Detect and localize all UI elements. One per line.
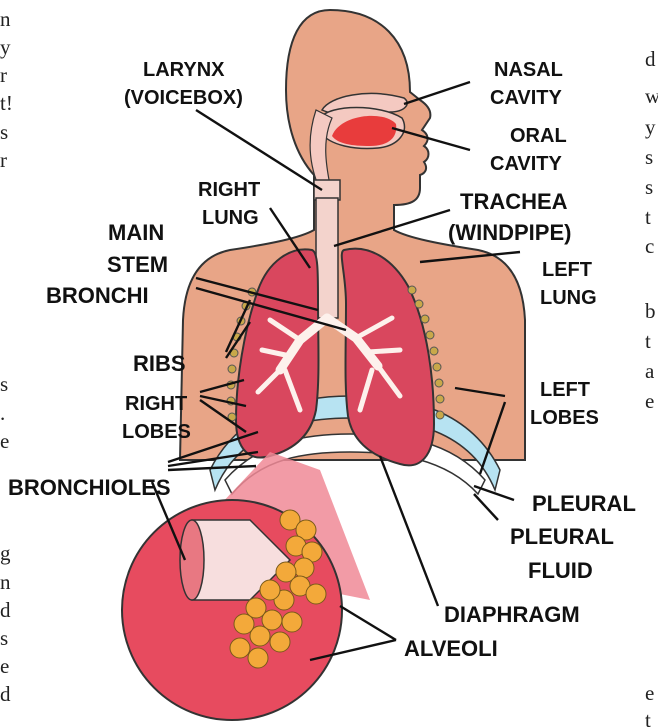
- right-text-line: s: [645, 145, 653, 169]
- label-main-stem-bronchi: MAIN STEM BRONCHI: [46, 220, 168, 308]
- label-pleural-fluid-line1: PLEURAL: [510, 524, 614, 549]
- right-text-line: w: [645, 84, 658, 108]
- label-alveoli: ALVEOLI: [404, 636, 498, 661]
- left-text-line: g: [0, 541, 11, 565]
- right-side-text: d w y s s t c b t a e e t: [645, 47, 658, 727]
- right-text-line: e: [645, 389, 654, 413]
- label-right-lobes-line1: RIGHT: [125, 393, 187, 415]
- label-main-stem-line1: MAIN: [108, 220, 164, 245]
- label-oral-cavity: ORAL CAVITY: [490, 125, 567, 175]
- left-text-line: r: [0, 148, 7, 172]
- right-text-line: t: [645, 708, 651, 727]
- left-text-line: .: [0, 401, 5, 425]
- right-text-line: s: [645, 175, 653, 199]
- label-nasal-cavity: NASAL CAVITY: [490, 59, 563, 109]
- left-text-line: n: [0, 570, 11, 594]
- label-nasal-line1: NASAL: [494, 59, 563, 81]
- right-text-line: y: [645, 115, 656, 139]
- label-main-stem-line3: BRONCHI: [46, 283, 149, 308]
- left-text-line: n: [0, 7, 11, 31]
- label-trachea-line1: TRACHEA: [460, 189, 568, 214]
- label-nasal-line2: CAVITY: [490, 87, 563, 109]
- label-pleural-fluid: PLEURAL FLUID: [510, 524, 614, 583]
- label-left-lung: LEFT LUNG: [540, 259, 597, 309]
- label-right-lung-line2: LUNG: [202, 207, 259, 229]
- label-left-lobes-line2: LOBES: [530, 407, 599, 429]
- label-oral-line1: ORAL: [510, 125, 567, 147]
- label-pleural: PLEURAL: [532, 491, 636, 516]
- right-text-line: a: [645, 359, 655, 383]
- label-left-lobes: LEFT LOBES: [530, 379, 599, 429]
- label-left-lung-line1: LEFT: [542, 259, 592, 281]
- trachea-shape: [316, 198, 338, 318]
- left-text-line: d: [0, 682, 11, 706]
- bronchiole-opening: [180, 520, 204, 600]
- left-text-line: e: [0, 429, 9, 453]
- left-text-line: e: [0, 654, 9, 678]
- larynx-shape: [314, 180, 340, 200]
- label-diaphragm: DIAPHRAGM: [444, 602, 580, 627]
- label-left-lobes-line1: LEFT: [540, 379, 590, 401]
- label-ribs: RIBS: [133, 351, 186, 376]
- label-larynx-line2: (VOICEBOX): [124, 87, 243, 109]
- label-right-lobes-line2: LOBES: [122, 421, 191, 443]
- label-pleural-fluid-line2: FLUID: [528, 558, 593, 583]
- left-text-line: s: [0, 120, 8, 144]
- right-text-line: d: [645, 47, 656, 71]
- left-text-line: d: [0, 598, 11, 622]
- label-right-lung-line1: RIGHT: [198, 179, 260, 201]
- label-left-lung-line2: LUNG: [540, 287, 597, 309]
- left-side-text: n y r t! s r s . e g n d s e d: [0, 7, 13, 706]
- right-text-line: t: [645, 205, 651, 229]
- label-trachea-line2: (WINDPIPE): [448, 220, 571, 245]
- right-text-line: c: [645, 234, 654, 258]
- label-right-lung: RIGHT LUNG: [198, 179, 260, 229]
- label-oral-line2: CAVITY: [490, 153, 563, 175]
- label-main-stem-line2: STEM: [107, 252, 168, 277]
- left-text-line: y: [0, 35, 11, 59]
- label-larynx: LARYNX (VOICEBOX): [124, 59, 243, 109]
- left-text-line: s: [0, 372, 8, 396]
- right-text-line: t: [645, 329, 651, 353]
- left-text-line: r: [0, 63, 7, 87]
- label-trachea: TRACHEA (WINDPIPE): [448, 189, 571, 245]
- right-text-line: b: [645, 299, 656, 323]
- right-text-line: e: [645, 681, 654, 705]
- label-larynx-line1: LARYNX: [143, 59, 225, 81]
- left-text-line: s: [0, 626, 8, 650]
- label-bronchioles: BRONCHIOLES: [8, 475, 171, 500]
- left-text-line: t!: [0, 91, 13, 115]
